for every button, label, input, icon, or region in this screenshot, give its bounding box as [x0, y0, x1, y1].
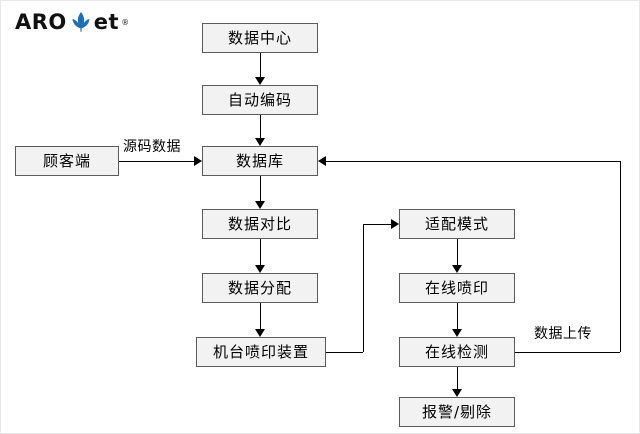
- arrowhead-down: [255, 201, 265, 209]
- edge-feedback-to-database: [326, 161, 620, 162]
- edge-data-alloc-to-machine-print: [260, 303, 261, 329]
- node-online-print[interactable]: 在线喷印: [399, 273, 515, 303]
- edge-machine-print-to-adapt-mode: [363, 224, 391, 225]
- edge-online-check-feedback-h: [515, 352, 620, 353]
- node-machine-print[interactable]: 机台喷印装置: [196, 337, 326, 367]
- edge-database-to-data-compare: [260, 176, 261, 201]
- arrowhead-down: [255, 329, 265, 337]
- edge-online-check-to-alarm-reject: [457, 367, 458, 389]
- arotec-logo: ARO et ®: [15, 9, 129, 35]
- arrowhead-down: [255, 265, 265, 273]
- node-data-alloc[interactable]: 数据分配: [202, 273, 318, 303]
- arrowhead-down: [255, 138, 265, 146]
- edge-data-compare-to-data-alloc: [260, 239, 261, 265]
- node-adapt-mode[interactable]: 适配模式: [399, 209, 515, 239]
- arrowhead-right: [194, 156, 202, 166]
- edge-machine-print-v: [363, 224, 364, 352]
- edge-auto-encode-to-database: [260, 115, 261, 138]
- edge-customer-to-database: [119, 161, 194, 162]
- arrowhead-down: [255, 77, 265, 85]
- node-online-check[interactable]: 在线检测: [399, 337, 515, 367]
- node-customer[interactable]: 顾客端: [15, 146, 119, 176]
- node-database[interactable]: 数据库: [202, 146, 318, 176]
- edge-data-center-to-auto-encode: [260, 53, 261, 77]
- node-auto-encode[interactable]: 自动编码: [202, 85, 318, 115]
- edge-online-check-feedback-v: [620, 161, 621, 352]
- edge-online-print-to-online-check: [457, 303, 458, 329]
- edge-machine-print-h: [326, 352, 363, 353]
- arrowhead-down: [452, 389, 462, 397]
- arrowhead-left: [318, 156, 326, 166]
- leaf-mark-icon: [70, 11, 92, 33]
- arrowhead-right: [391, 219, 399, 229]
- edge-adapt-mode-to-online-print: [457, 239, 458, 265]
- edge-label-source-data: 源码数据: [123, 139, 181, 155]
- registered-trademark-icon: ®: [121, 17, 130, 27]
- arrowhead-down: [452, 329, 462, 337]
- logo-text-left: ARO: [15, 10, 67, 34]
- node-data-center[interactable]: 数据中心: [202, 23, 318, 53]
- node-alarm-reject[interactable]: 报警/剔除: [399, 397, 515, 427]
- node-data-compare[interactable]: 数据对比: [202, 209, 318, 239]
- edge-label-data-upload: 数据上传: [534, 326, 592, 342]
- logo-text-right: et: [93, 10, 120, 34]
- arrowhead-down: [452, 265, 462, 273]
